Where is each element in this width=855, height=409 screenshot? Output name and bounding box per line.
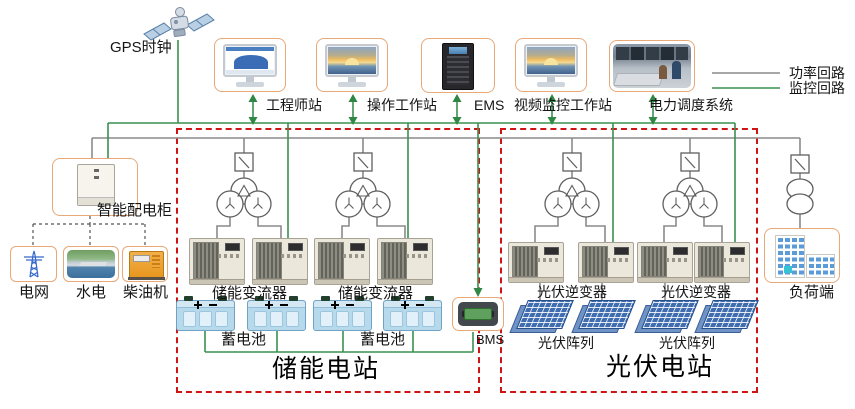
transmission-tower-icon (24, 250, 44, 278)
bms-label: BMS (476, 332, 505, 347)
load-box (764, 228, 840, 283)
power-bus-lines (91, 72, 801, 300)
battery-label-2: 蓄电池 (360, 331, 406, 348)
diesel-label: 柴油机 (123, 284, 169, 301)
legend-power-label: 功率回路 (789, 65, 845, 81)
hydro-label: 水电 (76, 284, 107, 301)
battery-icon (383, 296, 442, 331)
monitor-chart-icon (223, 44, 277, 77)
storage-station-boundary (176, 128, 480, 393)
converter-cabinet-icon (252, 238, 308, 285)
pv-station-boundary (500, 128, 758, 393)
inverter-cabinet-icon (637, 242, 693, 283)
cabinet-icon (77, 164, 115, 206)
grid-source-box (10, 246, 57, 282)
converter-cabinet-icon (314, 238, 370, 285)
diesel-generator-icon (128, 251, 165, 280)
gps-clock-label: GPS时钟 (110, 39, 172, 56)
operator-station-label: 操作工作站 (367, 97, 437, 113)
pv-array-label-1: 光伏阵列 (538, 335, 594, 351)
control-room-photo (613, 44, 691, 88)
arrowheads (248, 94, 658, 297)
video-station-box (515, 38, 587, 92)
dispatch-system-box (609, 40, 695, 92)
inverter-cabinet-icon (578, 242, 634, 283)
inverter-cabinet-icon (694, 242, 750, 283)
inverter-cabinet-icon (508, 242, 564, 283)
server-tower-icon (442, 43, 474, 90)
diesel-source-box (122, 246, 168, 282)
dispatch-system-label: 电力调度系统 (649, 97, 733, 113)
monitor-photo-icon (524, 44, 578, 77)
satellite-icon (140, 6, 218, 48)
bms-box (452, 297, 504, 331)
battery-icon (313, 296, 372, 331)
grid-label: 电网 (19, 284, 50, 301)
pv-array-icon (571, 299, 636, 333)
battery-label-1: 蓄电池 (221, 331, 267, 348)
monitoring-bus-lines (107, 40, 780, 353)
bms-device-icon (458, 302, 498, 326)
smart-distribution-cabinet-label: 智能配电柜 (97, 202, 173, 219)
converter-cabinet-icon (189, 238, 245, 285)
ems-server-box (421, 38, 495, 93)
engineer-station-box (214, 38, 286, 92)
monitor-photo-icon (325, 44, 379, 77)
inverter-label-2: 光伏逆变器 (661, 284, 731, 300)
smart-distribution-cabinet-box (52, 158, 138, 216)
engineer-station-label: 工程师站 (266, 97, 322, 113)
hydro-source-box (63, 246, 119, 282)
legend-monitoring-label: 监控回路 (789, 80, 845, 96)
pv-array-icon (509, 299, 574, 333)
load-label: 负荷端 (789, 284, 835, 301)
ems-label: EMS (474, 97, 505, 113)
battery-icon (176, 296, 235, 331)
converter-cabinet-icon (377, 238, 433, 285)
operator-station-box (316, 38, 388, 92)
storage-station-title: 储能电站 (272, 355, 381, 383)
breaker-symbols (234, 152, 810, 174)
inverter-label-1: 光伏逆变器 (537, 284, 607, 300)
battery-icon (247, 296, 306, 331)
hydropower-photo (67, 250, 115, 278)
pv-array-icon (634, 299, 699, 333)
pv-array-icon (694, 299, 759, 333)
video-station-label: 视频监控工作站 (514, 97, 612, 113)
pv-array-label-2: 光伏阵列 (659, 335, 715, 351)
transformer-symbols (216, 177, 814, 218)
converter-label-1: 储能变流器 (212, 285, 288, 302)
converter-label-2: 储能变流器 (338, 285, 414, 302)
transformer-winding-marks (225, 184, 709, 209)
pv-station-title: 光伏电站 (606, 353, 715, 381)
battery-bms-line (204, 331, 474, 353)
